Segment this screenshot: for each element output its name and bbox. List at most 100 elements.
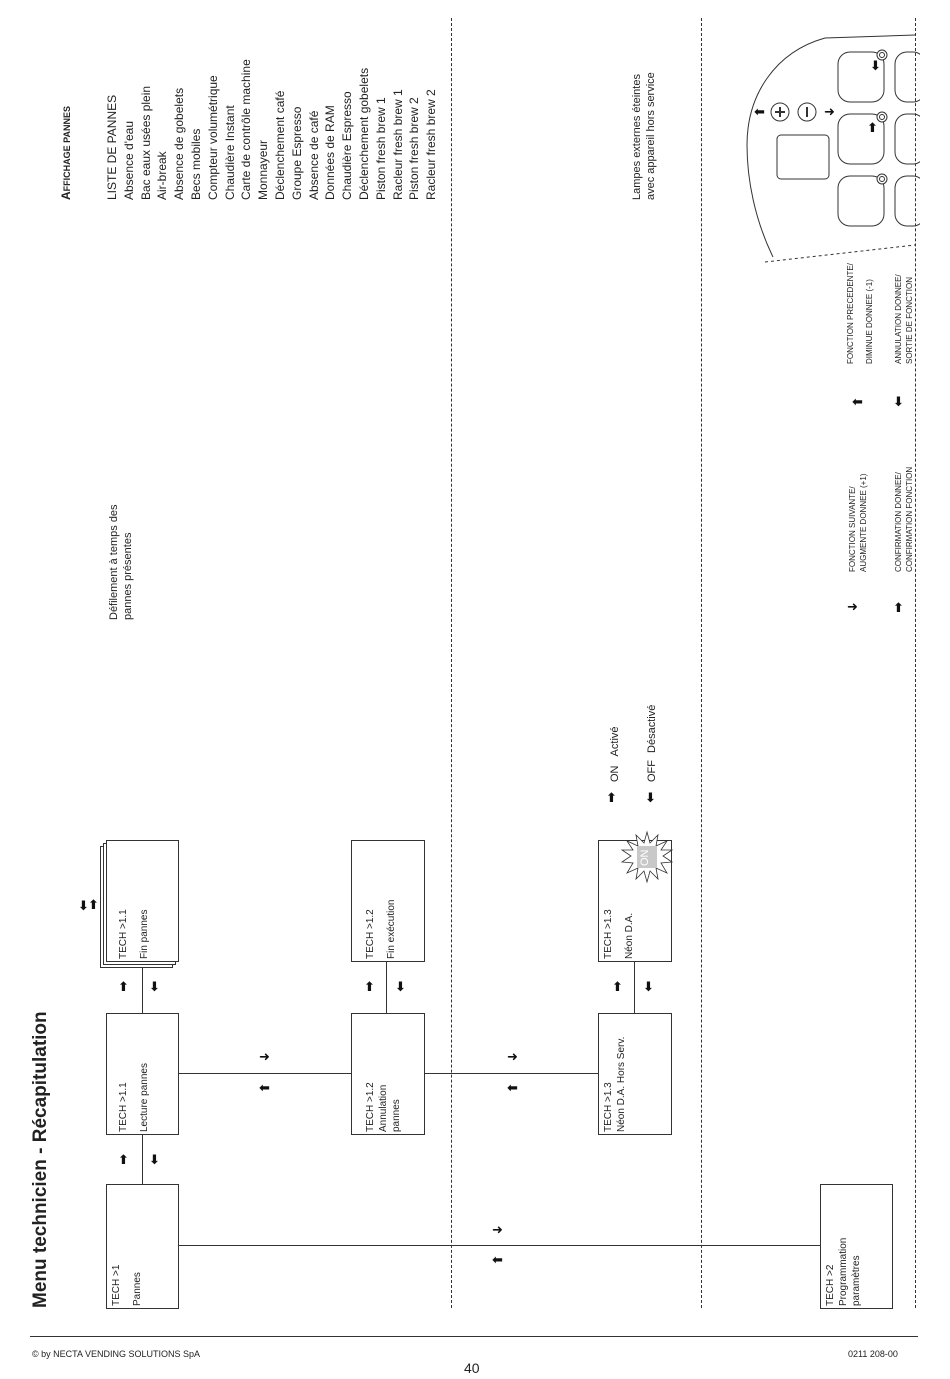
legend-prev: FONCTION PRECEDENTE/ DIMINUE DONNEE (-1) (845, 263, 875, 364)
box-code: TECH >1.1 (118, 1082, 129, 1132)
legend-confirm-line2: CONFIRMATION FONCTION (905, 466, 914, 572)
page-title: Menu technicien - Récapitulation (30, 1011, 51, 1308)
section-title: AFFICHAGE PANNES (57, 106, 75, 200)
box-tech12-annulation: TECH >1.2 Annulation pannes (351, 1013, 425, 1135)
up-arrow-icon: ⬆ (612, 980, 623, 995)
left-arrow-icon: ⬅ (754, 105, 765, 120)
down-arrow-icon: ⬇ (643, 980, 654, 995)
option-off: OFF Désactivé (645, 705, 659, 782)
list-item: Carte de contrôle machine (239, 59, 254, 200)
list-item: Absence d'eau (121, 120, 136, 200)
box-label: Fin exécution (386, 899, 397, 959)
option-off-label: Désactivé (646, 704, 658, 753)
up-arrow-icon: ⬆ (118, 980, 129, 995)
list-item: Compteur volumétrique (205, 75, 220, 200)
scroll-note: Défilement à temps des pannes présentes (107, 504, 135, 620)
box-label: Lecture pannes (139, 1063, 150, 1132)
box-code: TECH >1.1 (118, 909, 129, 959)
list-item: Données de RAM (323, 105, 338, 200)
separator-1 (451, 18, 452, 1308)
box-label: Pannes (132, 1272, 143, 1306)
box-code: TECH >1.2 (365, 1082, 376, 1132)
box-label: Néon D.A. (624, 912, 635, 959)
right-arrow-icon: ➜ (259, 1050, 270, 1065)
section-title-rest: FFICHAGE PANNES (62, 105, 72, 192)
up-arrow-icon: ⬆ (118, 1153, 129, 1168)
box-label: Néon D.A. Hors Serv. (616, 1036, 627, 1132)
box-tech12-fin-execution: TECH >1.2 Fin exécution (351, 840, 425, 962)
connector (178, 1245, 820, 1246)
separator-2 (701, 18, 702, 1308)
up-arrow-icon: ⬆ (364, 980, 375, 995)
right-arrow-icon: ➜ (847, 600, 858, 615)
legend-prev-line1: FONCTION PRECEDENTE/ (846, 263, 855, 364)
box-label: pannes (391, 1099, 402, 1132)
down-arrow-icon: ⬇ (870, 59, 881, 74)
footer-doc-code: 0211 208-00 (848, 1349, 898, 1359)
scroll-note-line1: Défilement à temps des (108, 504, 120, 620)
legend-cancel-line2: SORTIE DE FONCTION (905, 277, 914, 364)
connector (178, 1073, 352, 1074)
list-item: Racleur fresh brew 1 (390, 89, 405, 200)
fault-list: LISTE DE PANNES Absence d'eau Bac eaux u… (104, 59, 440, 200)
box-label: paramètres (851, 1255, 862, 1306)
list-item: Air-break (155, 151, 170, 200)
right-arrow-icon: ➜ (824, 105, 835, 120)
box-label: Annulation (378, 1084, 389, 1132)
lamps-note-line2: avec appareil hors service (645, 72, 657, 200)
left-arrow-icon: ⬅ (852, 395, 863, 410)
up-arrow-icon: ⬆ (606, 791, 617, 806)
box-code: TECH >1.3 (603, 1082, 614, 1132)
box-label: Programmation (838, 1237, 849, 1306)
box-code: TECH >2 (825, 1264, 836, 1306)
list-item: Becs mobiles (188, 128, 203, 200)
list-item: Piston fresh brew 2 (407, 97, 422, 200)
list-item: Racleur fresh brew 2 (424, 89, 439, 200)
lamps-note-line1: Lampes externes éteintes (631, 74, 643, 200)
option-off-code: OFF (646, 760, 658, 782)
separator-3 (915, 18, 916, 1308)
box-code: TECH >1.3 (603, 909, 614, 959)
legend-cancel: ANNULATION DONNEE/ SORTIE DE FONCTION (893, 274, 915, 364)
list-item: LISTE DE PANNES (105, 94, 119, 200)
down-arrow-icon: ⬇ (149, 1153, 160, 1168)
list-item: Bac eaux usées plein (138, 85, 153, 200)
connector (634, 961, 635, 1013)
list-item: Monnayeur (256, 139, 271, 200)
down-arrow-icon: ⬇ (78, 899, 89, 914)
option-on: ON Activé (608, 726, 622, 782)
legend-next: FONCTION SUIVANTE/ AUGMENTE DONNEE (+1) (847, 474, 869, 572)
option-on-label: Activé (609, 726, 621, 757)
legend-confirm: CONFIRMATION DONNEE/ CONFIRMATION FONCTI… (893, 467, 915, 572)
lamps-note: Lampes externes éteintes avec appareil h… (630, 72, 658, 200)
up-arrow-icon: ⬆ (867, 121, 878, 136)
down-arrow-icon: ⬇ (149, 980, 160, 995)
down-arrow-icon: ⬇ (395, 980, 406, 995)
box-tech2-programmation: TECH >2 Programmation paramètres (820, 1184, 893, 1309)
footer-rule (30, 1336, 918, 1337)
box-tech1-pannes: TECH >1 Pannes (106, 1184, 179, 1309)
list-item: Groupe Espresso (289, 106, 304, 200)
down-arrow-icon: ⬇ (645, 791, 656, 806)
legend-confirm-line1: CONFIRMATION DONNEE/ (894, 472, 903, 572)
left-arrow-icon: ⬅ (507, 1081, 518, 1096)
legend-prev-line2: DIMINUE DONNEE (-1) (865, 279, 874, 364)
list-item: Déclenchement café (272, 90, 287, 200)
connector (424, 1073, 599, 1074)
down-arrow-icon: ⬇ (893, 395, 904, 410)
box-code: TECH >1.2 (365, 909, 376, 959)
box-code: TECH >1 (111, 1264, 122, 1306)
list-item: Chaudière Instant (222, 105, 237, 200)
box-tech13-neon: TECH >1.3 Néon D.A. Hors Serv. (598, 1013, 672, 1135)
up-arrow-icon: ⬆ (88, 898, 99, 913)
left-arrow-icon: ⬅ (259, 1081, 270, 1096)
right-arrow-icon: ➜ (492, 1223, 503, 1238)
list-item: Absence de gobelets (172, 87, 187, 200)
up-arrow-icon: ⬆ (893, 601, 904, 616)
list-item: Piston fresh brew 1 (373, 97, 388, 200)
connector (142, 1134, 143, 1184)
box-tech11-fin-pannes: TECH >1.1 Fin pannes (106, 840, 179, 962)
right-arrow-icon: ➜ (507, 1050, 518, 1065)
box-label: Fin pannes (139, 909, 150, 959)
box-tech11-lecture-pannes: TECH >1.1 Lecture pannes (106, 1013, 179, 1135)
